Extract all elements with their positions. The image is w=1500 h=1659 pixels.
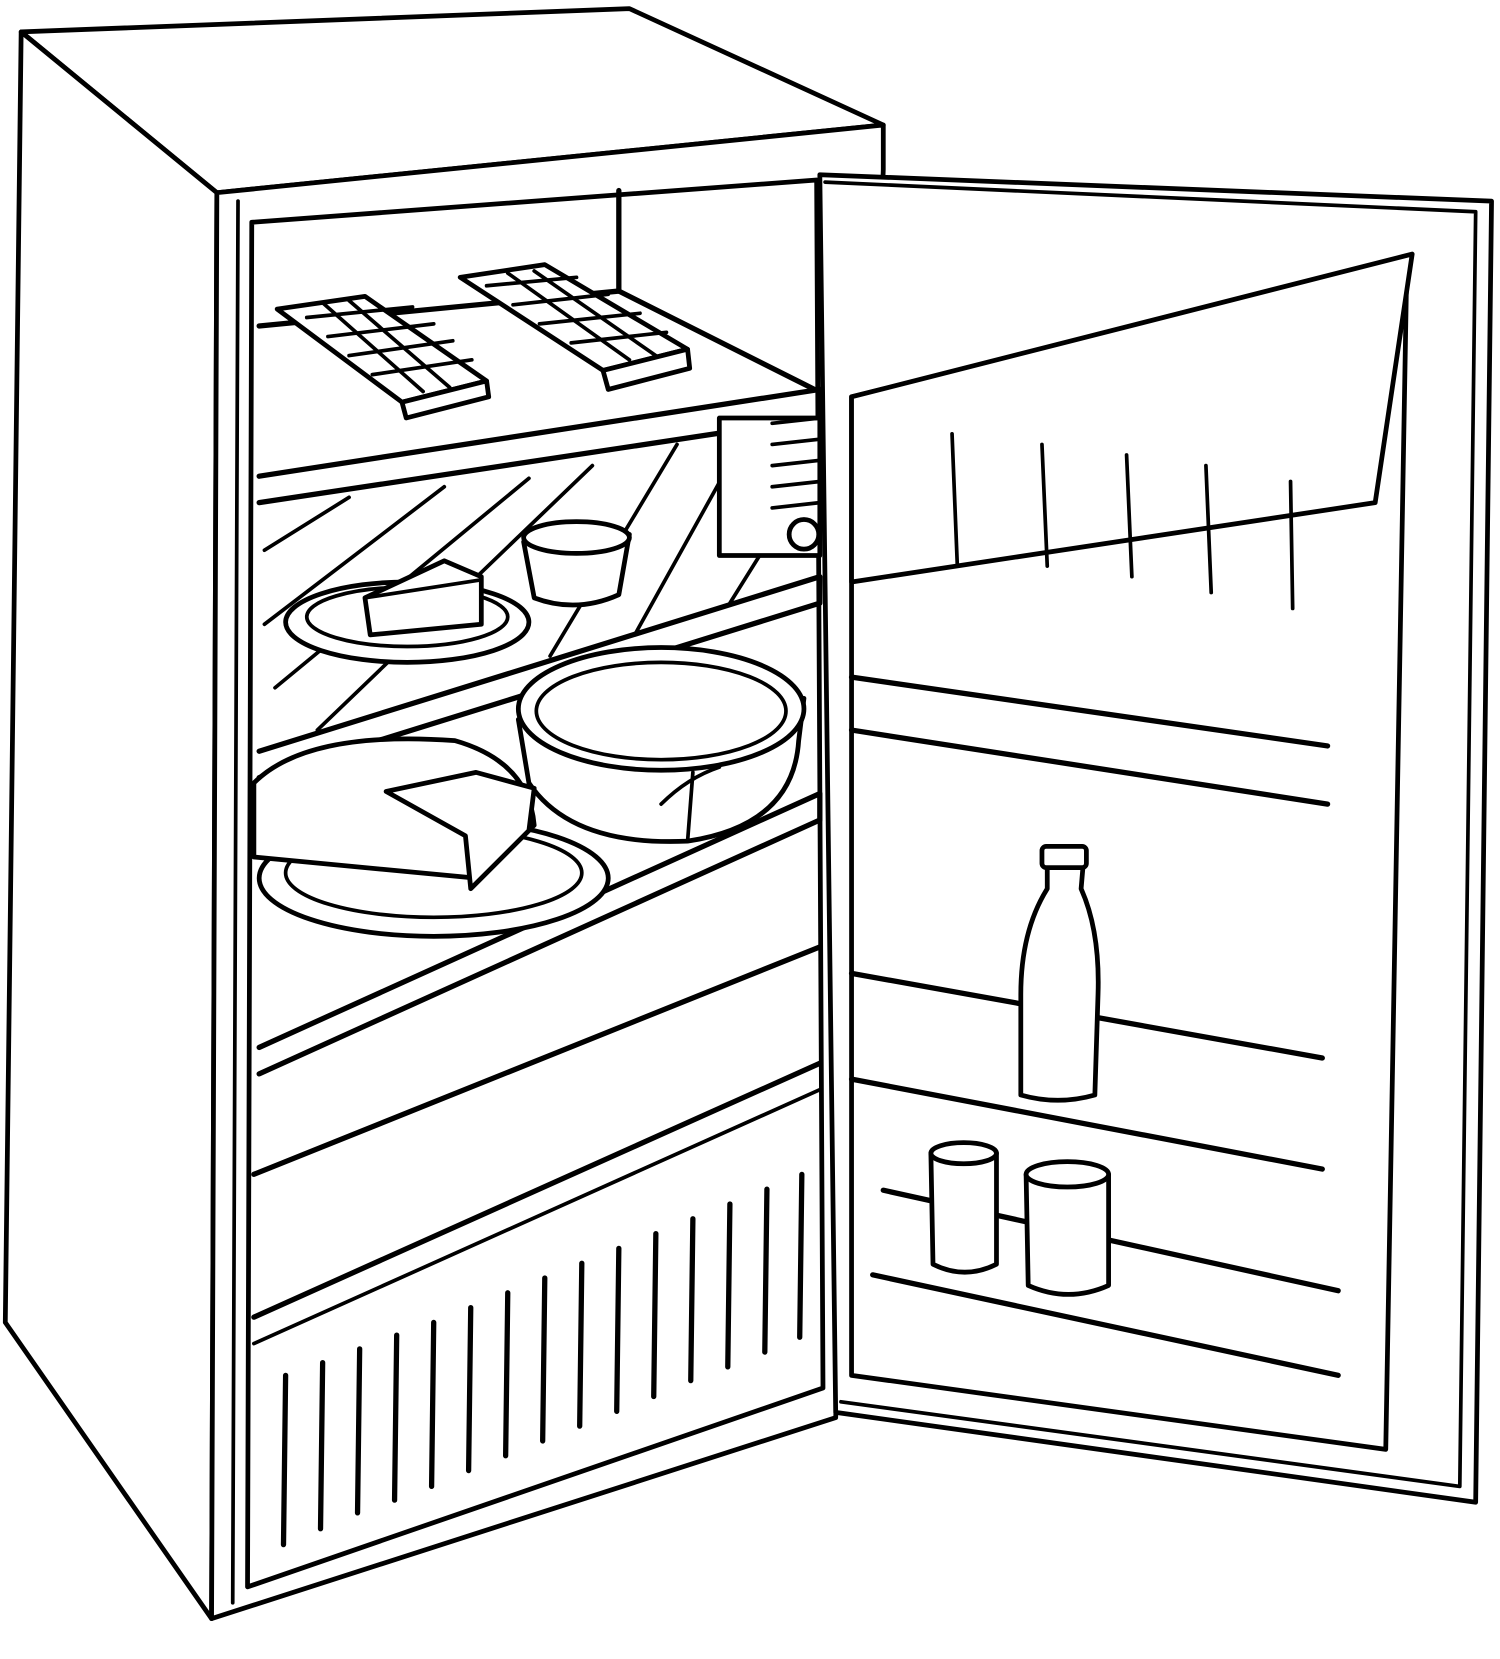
cheese-slice bbox=[383, 769, 537, 892]
bottle bbox=[1018, 849, 1101, 1103]
jar-left bbox=[928, 1140, 999, 1275]
crisper-vents bbox=[280, 1171, 805, 1548]
cheese-wedge bbox=[362, 558, 484, 638]
flap-ridges bbox=[950, 432, 1295, 611]
upper-shelf bbox=[256, 415, 823, 781]
lower-shelf bbox=[251, 645, 823, 1077]
freezer-compartment bbox=[256, 187, 823, 506]
freezer-shelf bbox=[256, 386, 823, 506]
glass-shelf bbox=[251, 944, 823, 1177]
thermostat-knob-icon bbox=[786, 517, 822, 552]
crisper-top bbox=[251, 1060, 823, 1320]
crisper bbox=[251, 944, 823, 1548]
front-edge-line bbox=[230, 199, 240, 1605]
ice-tray-right bbox=[457, 262, 693, 392]
cabinet-left-side bbox=[2, 29, 220, 1622]
freezer-flap bbox=[849, 251, 1415, 585]
fridge-door bbox=[817, 172, 1494, 1505]
jar-right bbox=[1023, 1159, 1111, 1297]
door-shelf-top bbox=[848, 674, 1331, 807]
ice-tray-left bbox=[274, 293, 492, 421]
